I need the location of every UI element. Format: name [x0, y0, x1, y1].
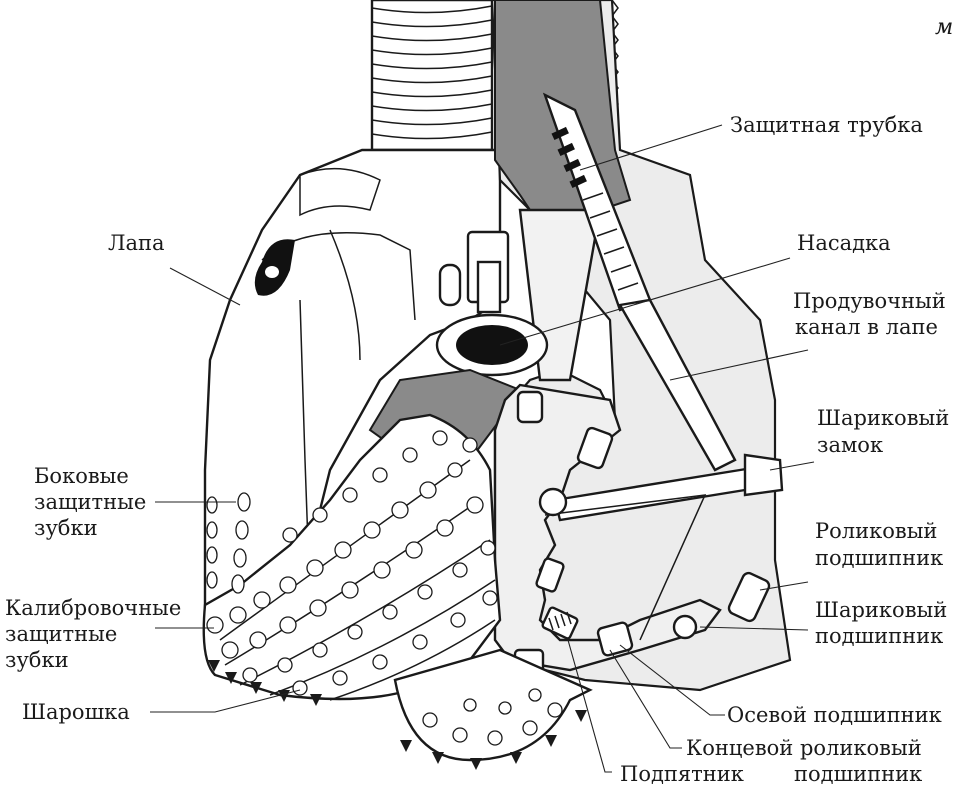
label-gauge-teeth-3: зубки: [5, 648, 69, 672]
blow-channel: [618, 298, 737, 472]
label-end-roller-bearing-2: подшипник: [794, 762, 922, 786]
label-ball-bearing-1: Шариковый: [815, 598, 947, 622]
roller-cone: [202, 413, 593, 770]
label-side-teeth-2: защитные: [34, 490, 146, 514]
leader-lines: [150, 124, 815, 773]
lock-ball: [538, 487, 568, 517]
label-gauge-teeth-2: защитные: [5, 622, 117, 646]
label-side-teeth-1: Боковые: [34, 464, 129, 488]
label-ball-lock-2: замок: [817, 433, 883, 457]
label-thrust-bearing: Осевой подшипник: [727, 703, 942, 727]
label-blow-channel-1: Продувочный: [793, 289, 946, 313]
label-protective-tube: Защитная трубка: [730, 113, 923, 137]
corner-mark: м: [935, 15, 953, 40]
protective-tube: [542, 92, 652, 312]
nozzle-assembly: [435, 230, 549, 377]
label-side-teeth-3: зубки: [34, 516, 98, 540]
label-ball-bearing-2: подшипник: [815, 624, 943, 648]
label-gauge-teeth-1: Калибровочные: [5, 596, 181, 620]
label-cone: Шарошка: [22, 700, 130, 724]
label-leg: Лапа: [108, 231, 165, 255]
bearing-ball: [672, 614, 698, 640]
label-blow-channel-2: канал в лапе: [795, 315, 938, 339]
label-thrust-pad: Подпятник: [620, 762, 744, 786]
threaded-pin: [370, 0, 494, 152]
nozzle-hole: [456, 325, 528, 365]
side-teeth: [206, 492, 251, 594]
label-roller-bearing-2: подшипник: [815, 546, 943, 570]
label-ball-lock-1: Шариковый: [817, 406, 949, 430]
label-end-roller-bearing-1: Концевой роликовый: [686, 736, 922, 760]
label-nozzle: Насадка: [797, 231, 891, 255]
label-roller-bearing-1: Роликовый: [815, 519, 937, 543]
